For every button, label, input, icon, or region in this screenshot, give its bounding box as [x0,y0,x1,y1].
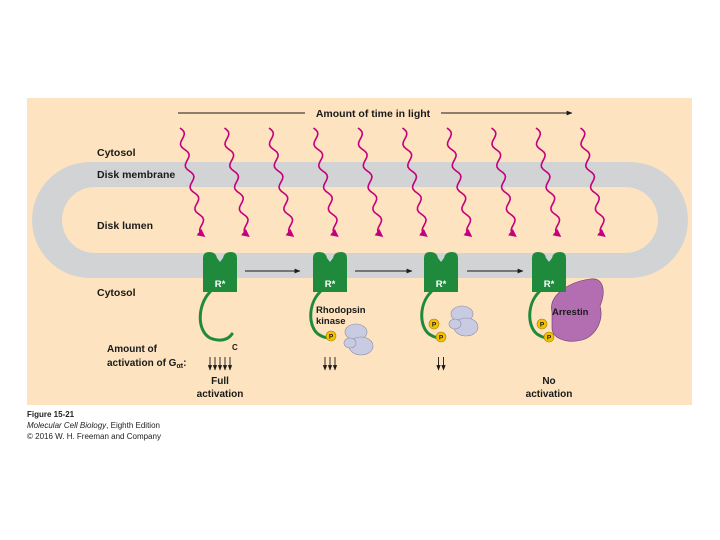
light-ray [446,127,473,237]
phosphate-label: P [432,322,437,329]
light-ray [224,127,250,237]
receptor-body [313,252,347,292]
region-label-disk-membrane: Disk membrane [97,169,175,181]
receptor-label: R* [215,279,226,290]
region-label-disk-lumen: Disk lumen [97,220,153,232]
receptor-c-tail [198,290,234,342]
arrestin-label: Arrestin [552,307,589,318]
timeline-label: Amount of time in light [316,108,431,120]
region-label-cytosol-bottom: Cytosol [97,287,136,299]
full-activation-line1: Full [211,376,229,387]
phosphate-label: P [439,335,444,342]
light-ray [268,127,295,237]
phosphate-label: P [547,335,552,342]
figure-caption: Figure 15-21 Molecular Cell Biology, Eig… [27,409,161,442]
receptor-label: R* [325,279,336,290]
rhodopsin-kinase-protein [448,305,479,337]
activated-rhodopsin: R* [198,252,237,342]
activated-rhodopsin: R* PP [528,252,566,343]
figure-number: Figure 15-21 [27,410,75,419]
light-ray [402,127,428,237]
region-label-cytosol-top: Cytosol [97,147,136,159]
light-ray [357,127,384,237]
no-activation-line2: activation [526,389,573,400]
activated-rhodopsin: R* PP [420,252,458,343]
full-activation-line2: activation [197,389,244,400]
no-activation-line1: No [542,376,555,387]
rhodopsin-kinase-protein [343,323,374,356]
receptor-label: R* [436,279,447,290]
rhodopsin-kinase-label-line1: Rhodopsin [316,305,366,316]
phosphate-label: P [329,334,334,341]
phosphate-group [536,318,548,330]
activated-rhodopsin: R* P [309,252,347,342]
phosphate-group [428,318,440,330]
receptor-label: R* [544,279,555,290]
phosphate-group [543,331,555,343]
light-ray [580,127,606,237]
light-ray [491,127,517,237]
light-ray [313,127,339,237]
light-rays [179,127,606,237]
copyright-line: © 2016 W. H. Freeman and Company [27,432,161,441]
arrestin-protein [551,278,604,342]
c-terminus-label: C [232,343,238,352]
phosphate-group [435,331,447,343]
activation-label-line2: activation of Gαt: [107,358,186,370]
disk-membrane [32,162,688,278]
receptor-body [203,252,237,292]
activation-label-line1: Amount of [107,344,158,355]
rhodopsin-kinase-label-line2: kinase [316,316,346,327]
phosphate-group [325,330,337,342]
light-ray [535,127,562,237]
activation-arrows [207,357,446,371]
light-ray [179,127,206,237]
phosphate-label: P [540,322,545,329]
receptor-body [424,252,458,292]
receptor-body [532,252,566,292]
book-citation: Molecular Cell Biology, Eighth Edition [27,421,160,430]
